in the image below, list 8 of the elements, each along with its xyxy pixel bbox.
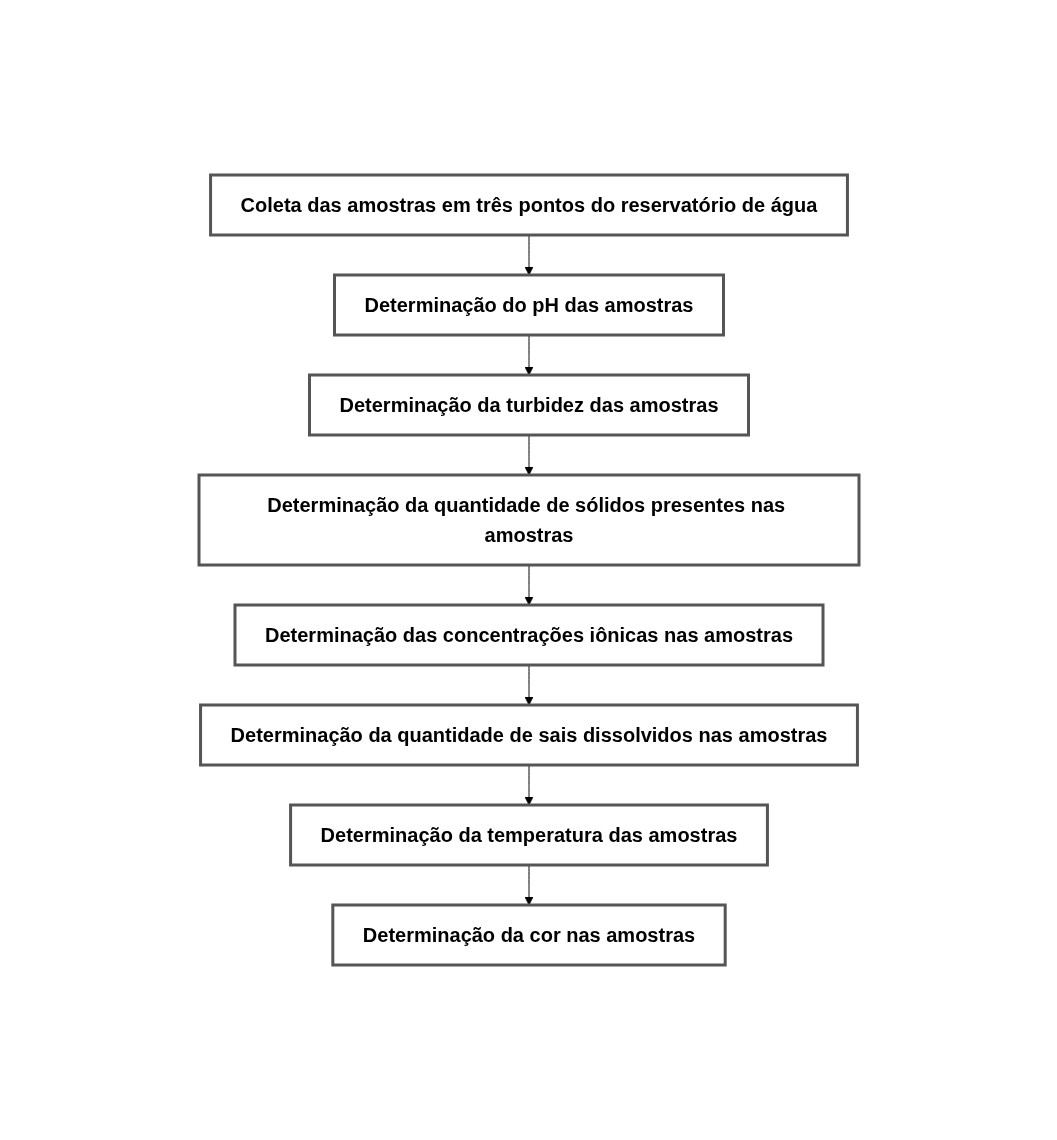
node-box: Determinação do pH das amostras [332, 273, 725, 337]
node-box: Coleta das amostras em três pontos do reservatório de água [208, 173, 849, 237]
node-box: Determinação da quantidade de sais dissolvidos nas amostras [198, 703, 859, 767]
node-box: Determinação da temperatura das amostras [288, 803, 769, 867]
node-box: Determinação das concentrações iônicas nas amostras [233, 603, 824, 667]
node-box: Determinação da cor nas amostras [330, 903, 727, 967]
node-box: Determinação da quantidade de sólidos presentes nas amostras [197, 473, 860, 567]
node-box: Determinação da turbidez das amostras [307, 373, 750, 437]
